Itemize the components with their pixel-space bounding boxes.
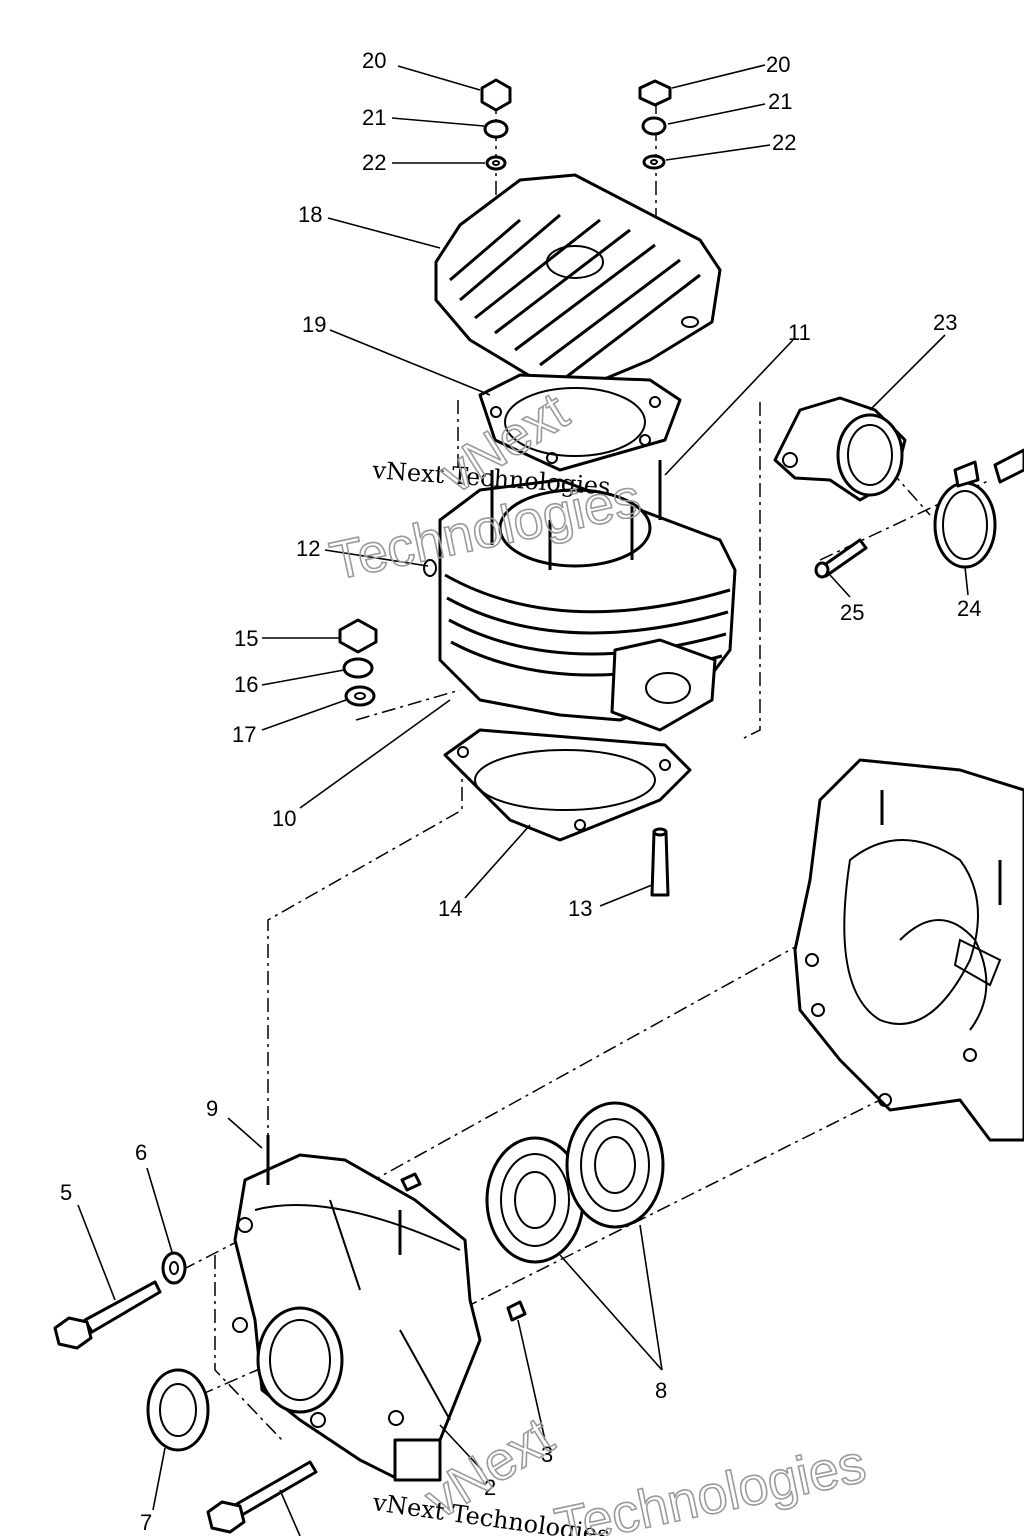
callout-9: 9 [206, 1096, 218, 1121]
crankcase-left [232, 1135, 482, 1482]
callout-18: 18 [298, 202, 322, 227]
cylinder-nuts [338, 618, 378, 707]
callout-13: 13 [568, 896, 592, 921]
locating-pins [400, 1172, 527, 1322]
crankcase-right [793, 758, 1024, 1142]
intake-manifold [773, 396, 907, 502]
dowel-pin [650, 827, 670, 897]
callout-23: 23 [933, 310, 957, 335]
callout-5: 5 [60, 1180, 72, 1205]
callout-25: 25 [840, 600, 864, 625]
callout-22-left: 22 [362, 150, 386, 175]
callout-16: 16 [234, 672, 258, 697]
callout-6: 6 [135, 1140, 147, 1165]
callout-20-left: 20 [362, 48, 386, 73]
watermark-outline-technologies-bottom: Technologies [550, 1434, 871, 1536]
head-gasket [478, 373, 682, 472]
callout-14: 14 [438, 896, 462, 921]
intake-bolt [814, 538, 868, 579]
callout-8: 8 [655, 1378, 667, 1403]
callouts: 20 20 21 21 22 22 18 19 11 23 12 15 16 1… [60, 48, 981, 1535]
callout-7: 7 [140, 1510, 152, 1535]
cylinder-head [434, 173, 722, 387]
lower-bolt [206, 1460, 318, 1534]
callout-20-right: 20 [766, 52, 790, 77]
cylinder [423, 460, 737, 732]
callout-10: 10 [272, 806, 296, 831]
washer [161, 1251, 187, 1285]
main-bearings [485, 1101, 665, 1264]
leader-lines [77, 64, 969, 1536]
head-nut-left [480, 78, 512, 171]
callout-11: 11 [788, 320, 811, 345]
clamp-screw [993, 448, 1024, 484]
callout-21-right: 21 [768, 89, 792, 114]
callout-24: 24 [957, 596, 981, 621]
case-bolt [53, 1280, 162, 1350]
hose-clamp [933, 460, 997, 569]
callout-17: 17 [232, 722, 256, 747]
base-gasket [443, 728, 692, 842]
callout-15: 15 [234, 626, 258, 651]
head-nut-right [638, 79, 672, 170]
callout-3: 3 [541, 1442, 553, 1467]
oil-seal [146, 1368, 210, 1452]
callout-2: 2 [484, 1475, 496, 1500]
callout-21-left: 21 [362, 105, 386, 130]
callout-12: 12 [296, 536, 320, 561]
callout-22-right: 22 [772, 130, 796, 155]
callout-19: 19 [302, 312, 326, 337]
